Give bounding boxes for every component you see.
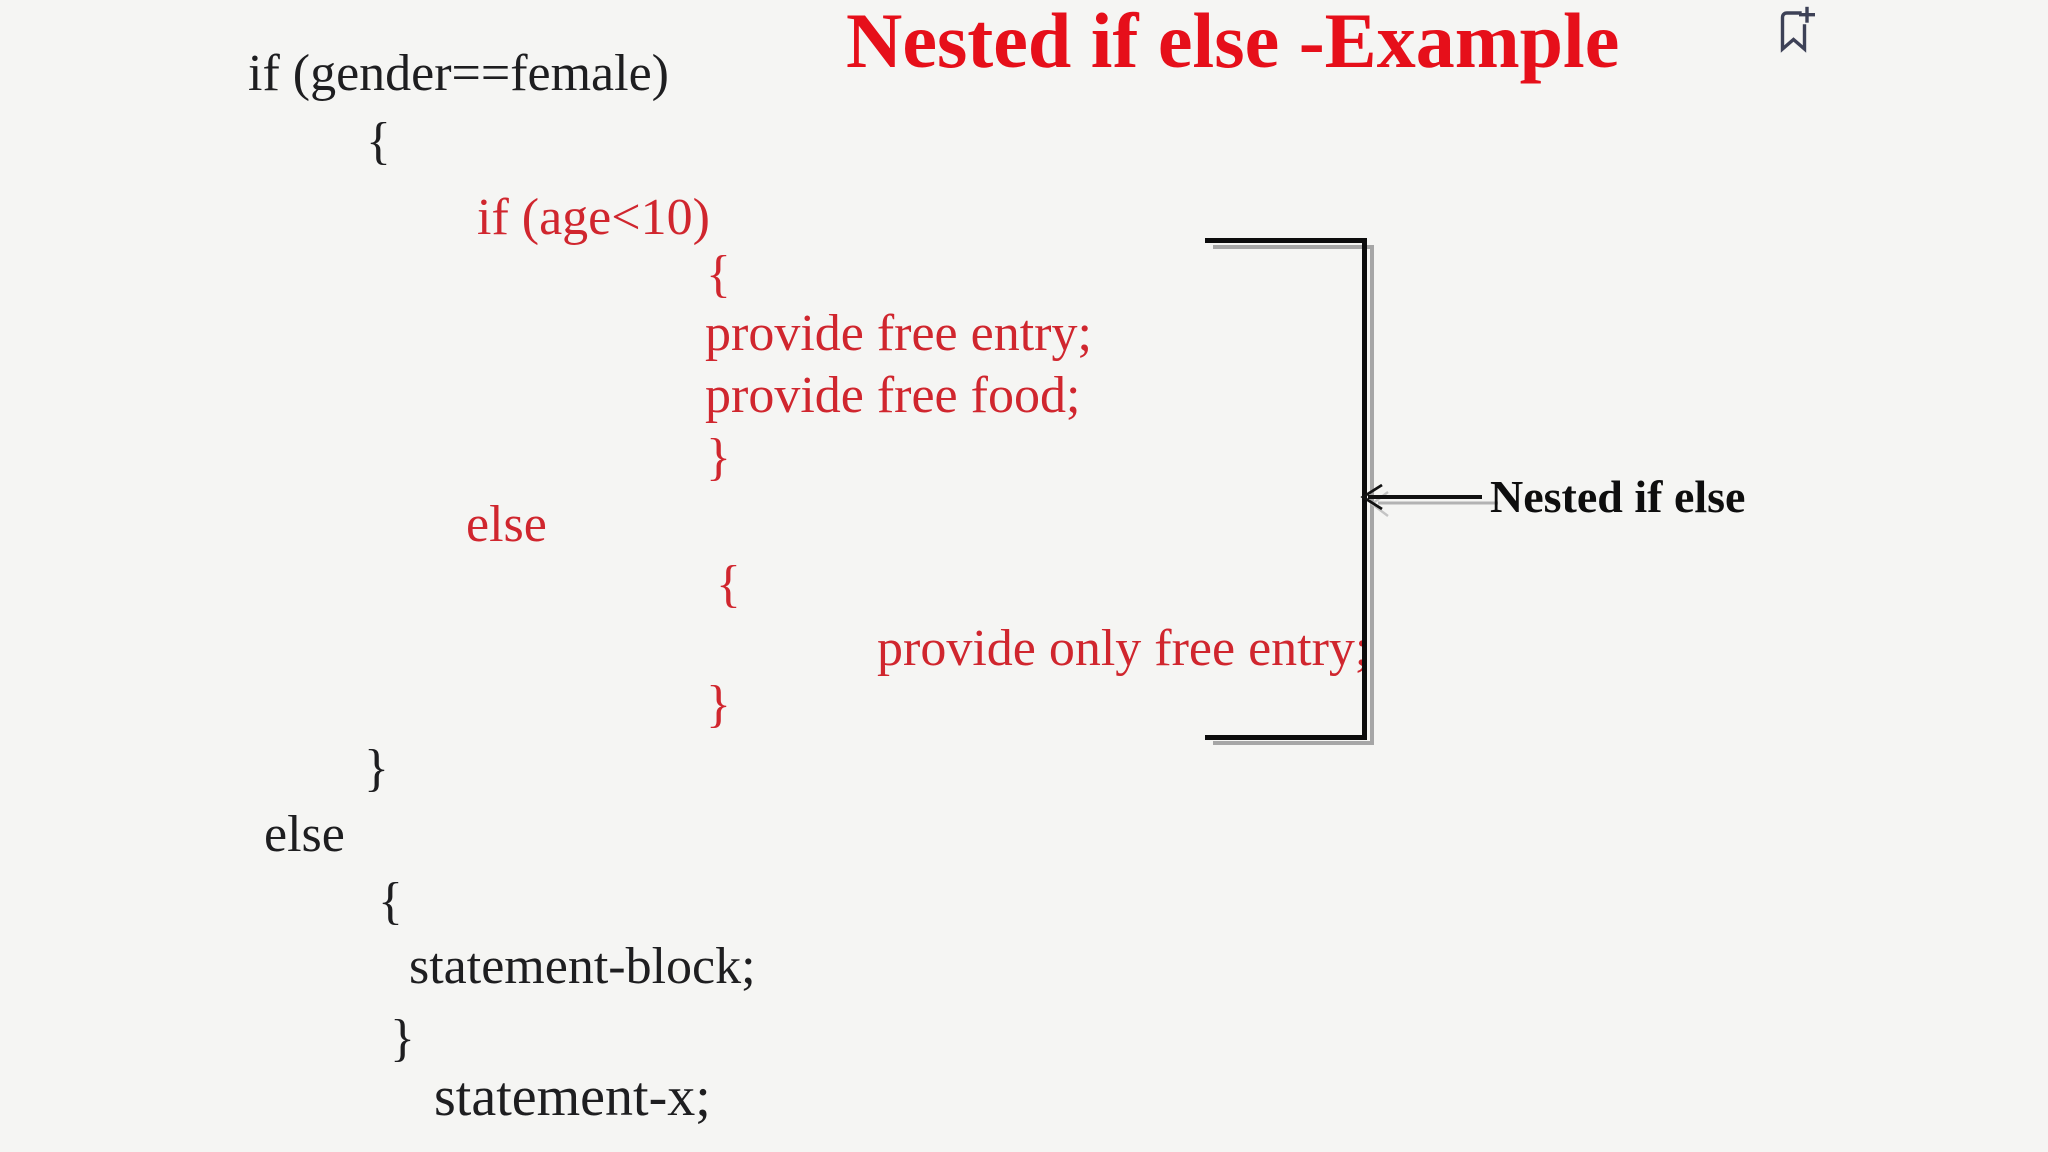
code-line: {	[706, 246, 731, 303]
add-bookmark-icon[interactable]	[1776, 6, 1816, 56]
code-line: statement-x;	[434, 1066, 711, 1128]
code-line: }	[390, 1010, 415, 1067]
code-line: }	[706, 676, 731, 733]
code-line: }	[364, 740, 389, 797]
code-line: if (age<10)	[477, 189, 710, 246]
code-line: provide only free entry;	[877, 620, 1370, 677]
left-arrow-icon	[1360, 483, 1498, 517]
code-line: {	[716, 556, 741, 613]
code-line: else	[264, 806, 345, 863]
slide-title: Nested if else -Example	[846, 0, 1620, 84]
code-line: provide free food;	[705, 367, 1081, 424]
annotation-label: Nested if else	[1490, 471, 1746, 522]
code-line: {	[366, 113, 391, 170]
code-line: else	[466, 496, 547, 553]
code-line: provide free entry;	[705, 305, 1092, 362]
code-line: if (gender==female)	[248, 45, 669, 102]
code-line: {	[378, 873, 403, 930]
nested-if-else-bracket	[1205, 238, 1367, 740]
code-line: }	[706, 429, 731, 486]
code-line: statement-block;	[409, 938, 756, 995]
